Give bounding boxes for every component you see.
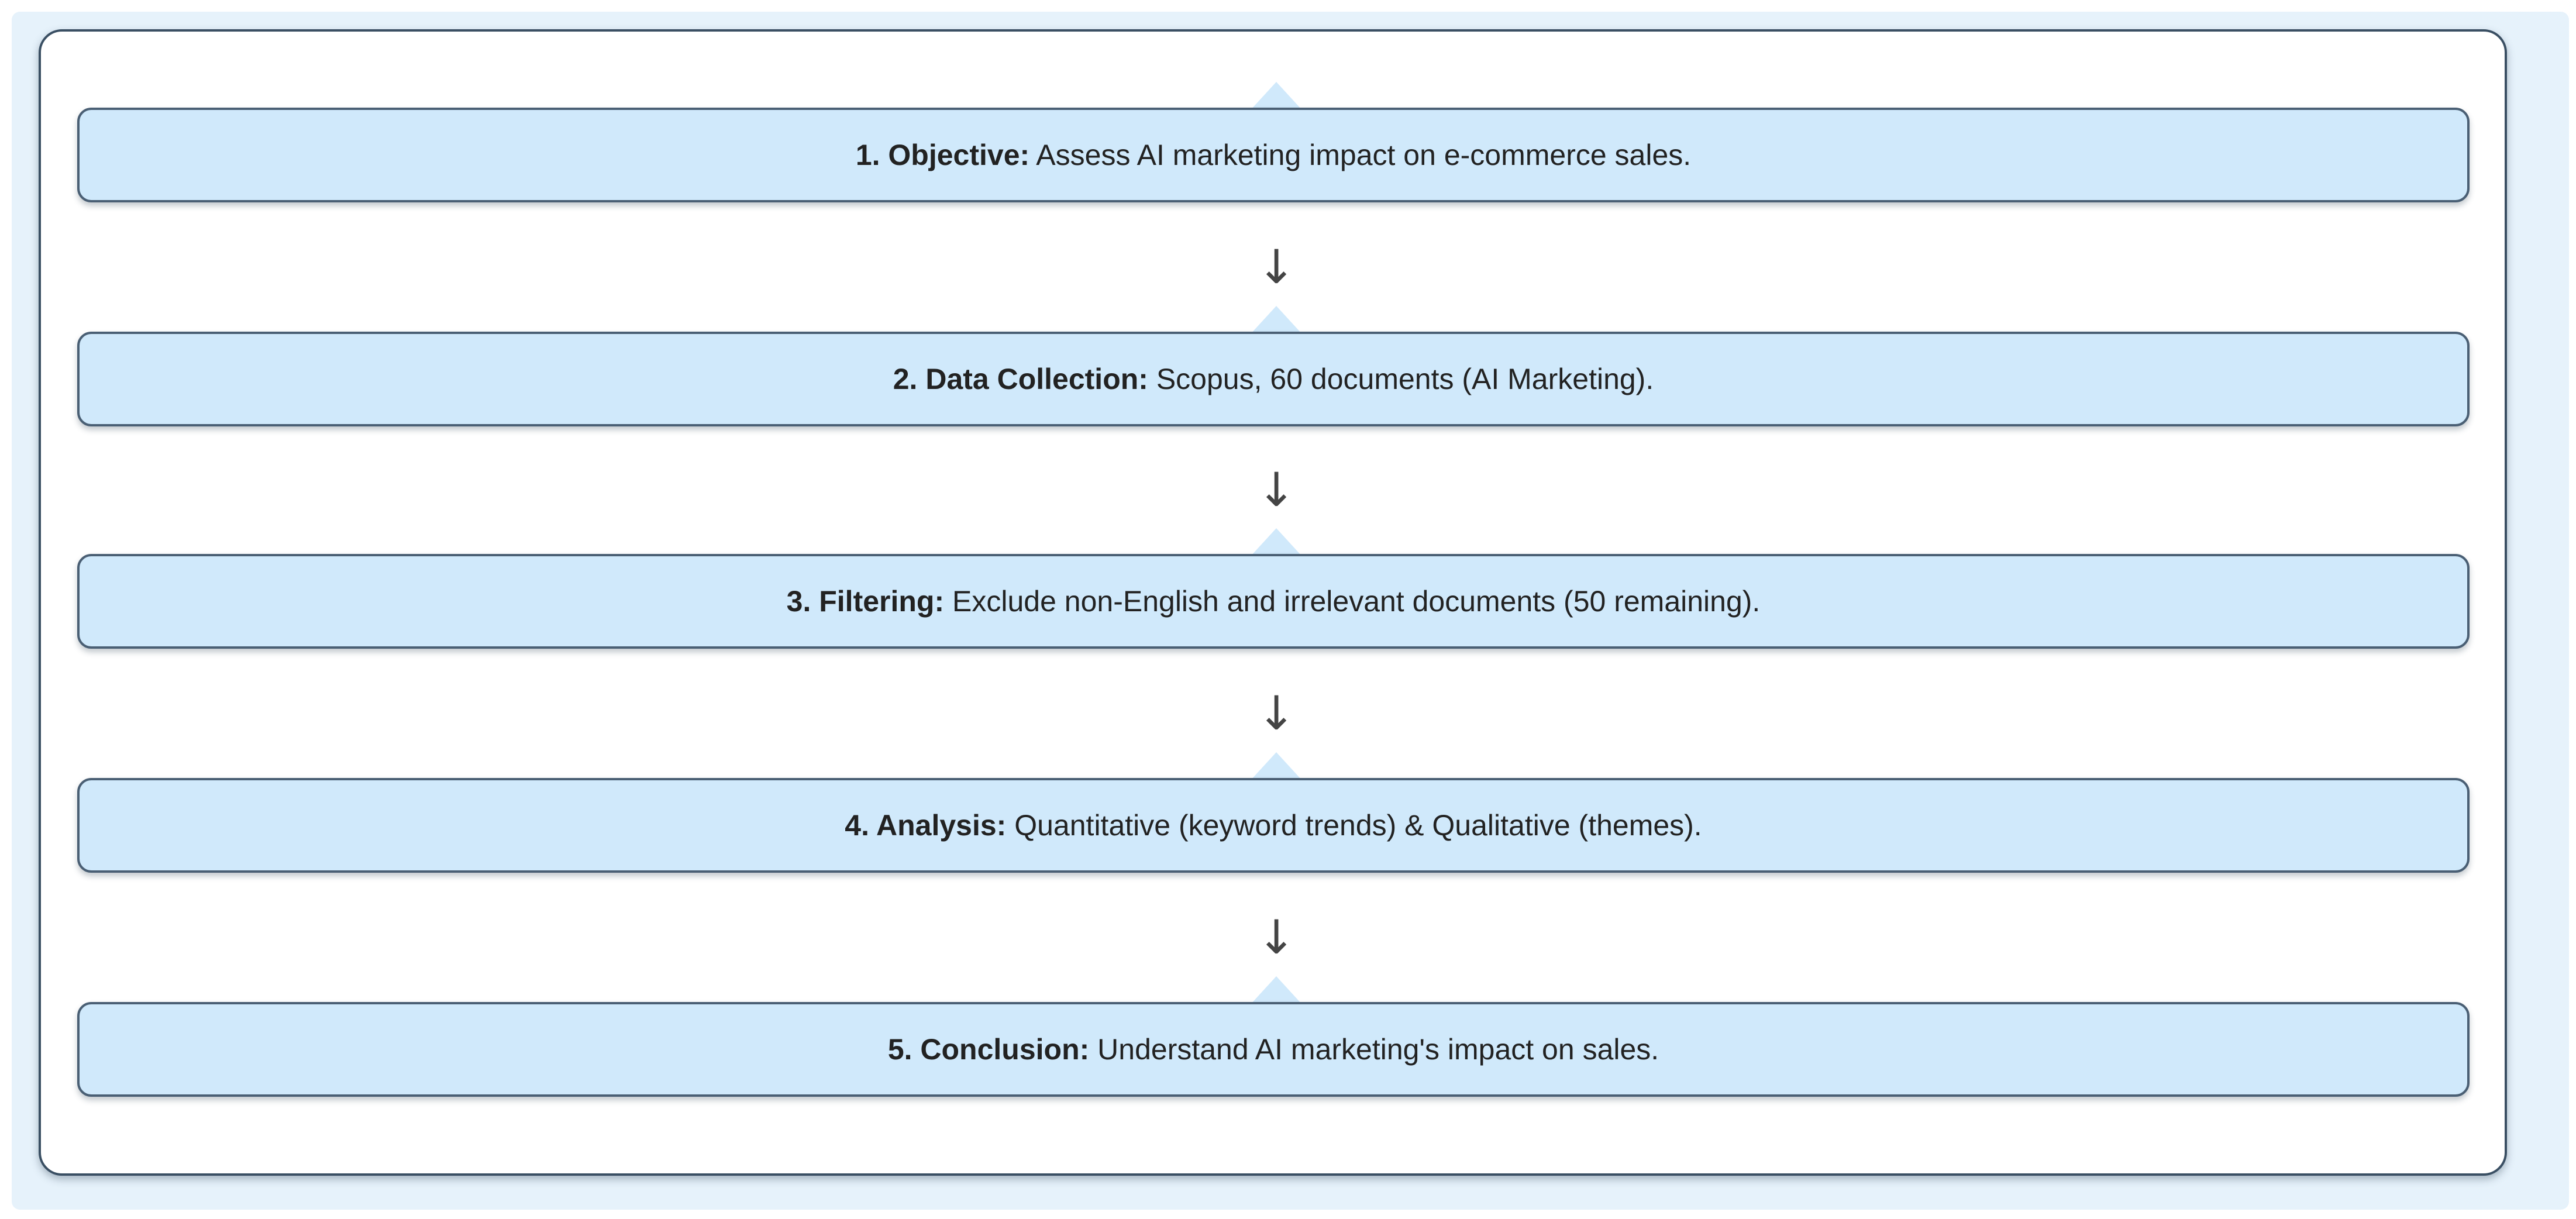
step-label: 5. Conclusion: [887, 1033, 1090, 1066]
step-text: Quantitative (keyword trends) & Qualitat… [1006, 809, 1702, 842]
down-arrow-icon: ↓ [1256, 240, 1296, 294]
step-notch [1251, 976, 1302, 1004]
step-objective: 1. Objective: Assess AI marketing impact… [77, 108, 2470, 202]
step-label: 4. Analysis: [845, 809, 1007, 842]
step-conclusion: 5. Conclusion: Understand AI marketing's… [77, 1002, 2470, 1097]
step-text: Understand AI marketing's impact on sale… [1089, 1033, 1659, 1066]
step-notch [1251, 528, 1302, 556]
step-notch [1251, 752, 1302, 780]
down-arrow-icon: ↓ [1256, 686, 1296, 741]
step-label: 3. Filtering: [786, 585, 945, 618]
step-notch [1251, 82, 1302, 110]
step-analysis: 4. Analysis: Quantitative (keyword trend… [77, 778, 2470, 873]
step-text: Exclude non-English and irrelevant docum… [944, 585, 1761, 618]
step-text: Scopus, 60 documents (AI Marketing). [1148, 363, 1654, 395]
step-data-collection: 2. Data Collection: Scopus, 60 documents… [77, 332, 2470, 426]
step-label: 2. Data Collection: [893, 363, 1148, 395]
step-filtering: 3. Filtering: Exclude non-English and ir… [77, 554, 2470, 649]
step-text: Assess AI marketing impact on e-commerce… [1029, 139, 1692, 171]
step-label: 1. Objective: [855, 139, 1030, 171]
down-arrow-icon: ↓ [1256, 463, 1296, 517]
step-notch [1251, 306, 1302, 334]
down-arrow-icon: ↓ [1256, 910, 1296, 965]
